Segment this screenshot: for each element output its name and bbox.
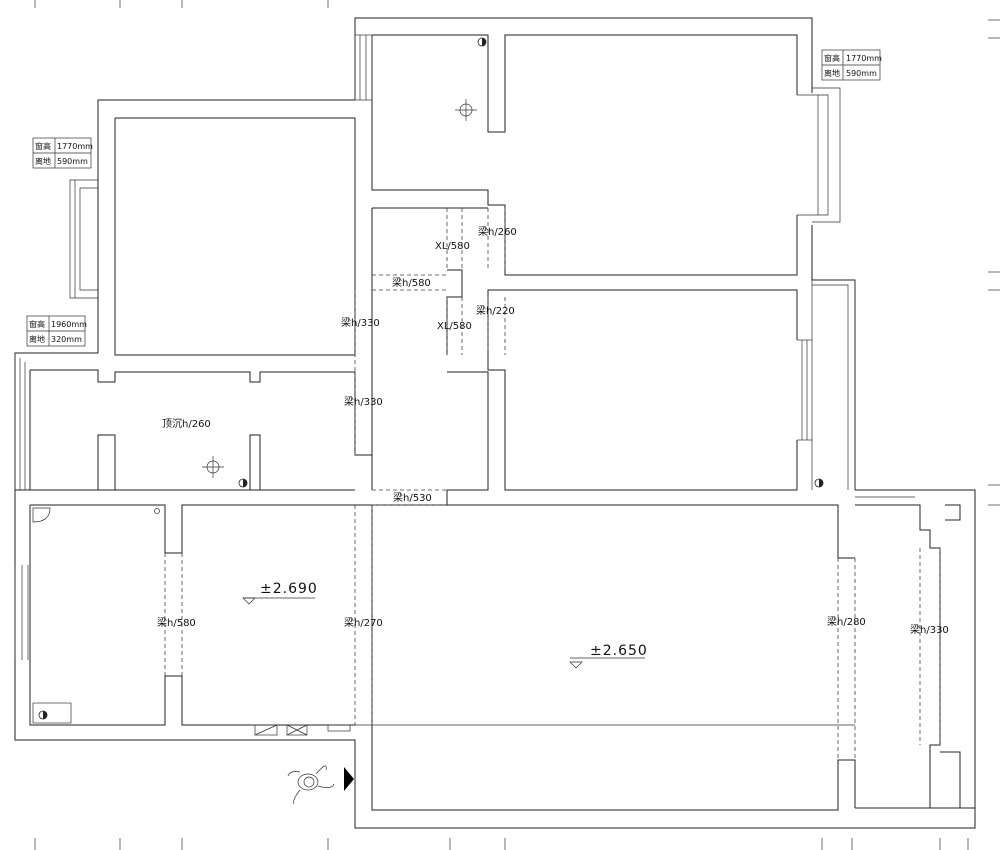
ceiling-drop-label: 顶沉h/260	[162, 417, 211, 430]
person-icon	[287, 765, 335, 805]
sheet-ticks	[34, 0, 1000, 850]
beam-label-280: 梁h/280	[827, 615, 866, 628]
outlet-marker-icon	[238, 478, 248, 488]
beam-labels: 梁h/260 XL/580 梁h/580 XL/580 梁h/220 梁h/33…	[157, 225, 949, 636]
window-note-2-label1: 窗高	[35, 141, 51, 151]
window-note-3-value2: 320mm	[51, 335, 82, 344]
beam-label-580-h: 梁h/580	[392, 276, 431, 289]
window-note-1-value2: 590mm	[846, 69, 877, 78]
outer-walls	[14, 17, 976, 829]
outlet-marker-icon	[814, 478, 824, 488]
beam-label-220: 梁h/220	[476, 304, 515, 317]
window-note-3-label1: 窗高	[29, 319, 45, 329]
beam-label-330-b: 梁h/330	[344, 395, 383, 408]
window-note-1-value1: 1770mm	[846, 54, 882, 63]
window-note-2-value1: 1770mm	[57, 142, 93, 151]
level-mark-left: ±2.690	[242, 581, 318, 605]
window-note-1-label1: 窗高	[824, 53, 840, 63]
outlet-marker-icon	[477, 37, 487, 47]
level-left-value: ±2.690	[260, 581, 318, 597]
corner-fixture-icon	[32, 507, 160, 523]
window-note-3: 窗高 1960mm 离地 320mm	[26, 315, 87, 347]
beam-label-270: 梁h/270	[344, 616, 383, 629]
level-mark-main: ±2.650	[569, 643, 648, 669]
window-note-1: 窗高 1770mm 离地 590mm	[821, 49, 882, 81]
beam-label-330-right: 梁h/330	[910, 623, 949, 636]
vent-boxes	[254, 724, 351, 736]
beam-label-530: 梁h/530	[393, 491, 432, 504]
window-note-2-value2: 590mm	[57, 157, 88, 166]
entrance-arrow-icon	[344, 767, 354, 791]
window-note-1-label2: 离地	[824, 68, 840, 78]
beam-lines	[164, 208, 941, 760]
outlet-marker-icon	[32, 702, 72, 724]
level-main-value: ±2.650	[590, 643, 648, 659]
window-note-3-value1: 1960mm	[51, 320, 87, 329]
window-note-2: 窗高 1770mm 离地 590mm	[32, 137, 93, 169]
ceiling-light-icon	[202, 456, 224, 478]
beam-label-580-v: 梁h/580	[157, 616, 196, 629]
xl-label-580-a: XL/580	[435, 241, 470, 252]
window-note-2-label2: 离地	[35, 156, 51, 166]
window-note-3-label2: 离地	[29, 334, 45, 344]
window-frames	[14, 34, 915, 726]
ceiling-light-icon	[455, 99, 477, 121]
xl-label-580-b: XL/580	[437, 321, 472, 332]
beam-label-260-top: 梁h/260	[478, 225, 517, 238]
beam-label-330-a: 梁h/330	[341, 316, 380, 329]
